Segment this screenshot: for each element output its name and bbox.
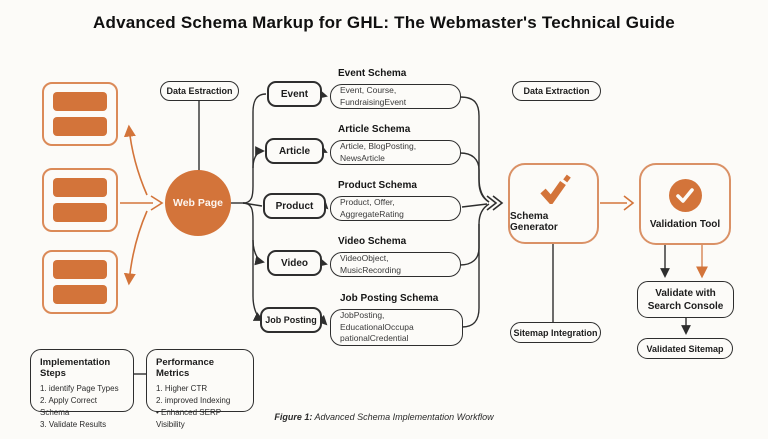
- validation-tool-node: Validation Tool: [639, 163, 731, 245]
- schema-generator-node: Schema Generator: [508, 163, 599, 244]
- performance-metric: 2. improved Indexing: [156, 396, 231, 405]
- type-pill-product: Product: [263, 193, 326, 219]
- webpage-icon: [42, 250, 118, 314]
- implementation-step: 2. Apply Correct Schema: [40, 396, 97, 417]
- search-console-node: Validate with Search Console: [637, 281, 734, 318]
- schema-box-video: VideoObject, MusicRecording: [330, 252, 461, 277]
- webpage-icon-bar: [53, 117, 107, 136]
- data-extraction-pill: Data Extraction: [512, 81, 601, 101]
- type-pill-event: Event: [267, 81, 322, 107]
- check-icon: [539, 174, 571, 204]
- schema-title-product: Product Schema: [338, 180, 417, 191]
- schema-title-job-posting: Job Posting Schema: [340, 293, 439, 304]
- webpage-icon-bar: [53, 203, 107, 222]
- schema-title-article: Article Schema: [338, 124, 411, 135]
- type-pill-job-posting: Job Posting: [260, 307, 322, 333]
- figure-caption-text: Advanced Schema Implementation Workflow: [312, 412, 494, 422]
- webpage-icon-bar: [53, 260, 107, 279]
- webpage-icon-bar: [53, 285, 107, 304]
- type-pill-article: Article: [265, 138, 324, 164]
- performance-metrics-title: Performance Metrics: [156, 357, 215, 379]
- validated-sitemap-pill: Validated Sitemap: [637, 338, 733, 359]
- schema-generator-label: Schema Generator: [510, 211, 558, 233]
- performance-metric: 1. Higher CTR: [156, 384, 208, 393]
- schema-box-article: Article, BlogPosting, NewsArticle: [330, 140, 461, 165]
- implementation-steps-title: Implementation Steps: [40, 357, 111, 379]
- schema-box-event: Event, Course, FundraisingEvent: [330, 84, 461, 109]
- figure-caption-prefix: Figure 1:: [274, 412, 313, 422]
- schema-title-event: Event Schema: [338, 68, 407, 79]
- implementation-step: 1. identify Page Types: [40, 384, 119, 393]
- implementation-step: 3. Validate Results: [40, 420, 107, 429]
- schema-title-video: Video Schema: [338, 236, 407, 247]
- schema-box-product: Product, Offer, AggregateRating: [330, 196, 461, 221]
- figure-caption: Figure 1: Advanced Schema Implementation…: [0, 412, 768, 422]
- page-title: Advanced Schema Markup for GHL: The Webm…: [93, 13, 675, 32]
- web-page-node: Web Page: [165, 170, 231, 236]
- implementation-steps-box: Implementation Steps 1. identify Page Ty…: [30, 349, 134, 429]
- webpage-icon: [42, 82, 118, 146]
- webpage-icon-bar: [53, 92, 107, 111]
- data-estraction-pill: Data Estraction: [160, 81, 239, 101]
- validation-tool-label: Validation Tool: [649, 218, 721, 230]
- check-circle-icon: [668, 178, 702, 212]
- performance-metric: • Enhanced SERP Visibility: [156, 408, 221, 429]
- sitemap-integration-pill: Sitemap Integration: [510, 322, 601, 343]
- type-pill-video: Video: [267, 250, 322, 276]
- performance-metrics-box: Performance Metrics 1. Higher CTR 2. imp…: [146, 349, 254, 429]
- webpage-icon: [42, 168, 118, 232]
- schema-box-job-posting: JobPosting, EducationalOccupa pationalCr…: [330, 309, 463, 346]
- webpage-icon-bar: [53, 178, 107, 197]
